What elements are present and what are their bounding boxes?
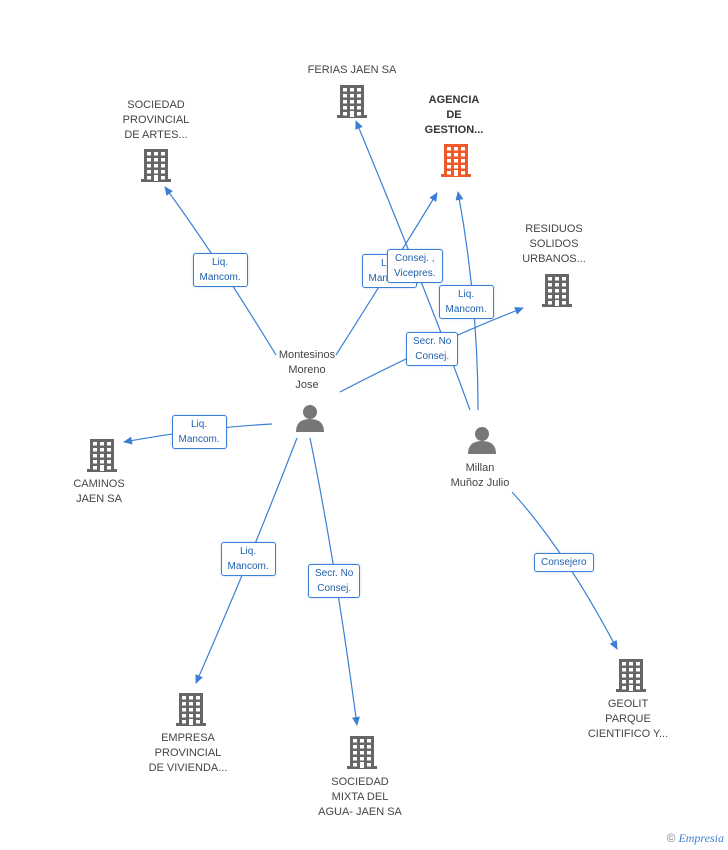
geolit-building-icon[interactable] [616,659,646,692]
agencia-gestion-label[interactable]: AGENCIA DE GESTION... [424,94,484,136]
edge-label-millan-to-geolit[interactable]: Consejero [534,552,594,572]
montesinos-moreno-label[interactable]: Montesinos Moreno Jose [278,349,336,391]
montesinos-moreno-person-icon[interactable] [296,405,324,432]
millan-munoz-label[interactable]: Millan Muñoz Julio [450,462,510,489]
millan-munoz-person-icon[interactable] [468,427,496,454]
residuos-solidos-building-icon[interactable] [542,274,572,307]
sociedad-agua-label[interactable]: SOCIEDAD MIXTA DEL AGUA- JAEN SA [318,776,402,818]
copyright-symbol: © [666,831,676,845]
caminos-jaen-label[interactable]: CAMINOS JAEN SA [73,478,125,505]
sociedad-provincial-label[interactable]: SOCIEDAD PROVINCIAL DE ARTES... [122,99,190,141]
geolit-label[interactable]: GEOLIT PARQUE CIENTIFICO Y... [587,698,669,740]
empresa-vivienda-building-icon[interactable] [176,693,206,726]
edge-label-millan-to-ferias[interactable]: Consej. ,Vicepres. [387,249,443,283]
edge-label-millan-to-agencia[interactable]: Liq.Mancom. [438,285,494,319]
caminos-jaen-building-icon[interactable] [87,439,117,472]
ferias-jaen-label[interactable]: FERIAS JAEN SA [307,64,397,76]
edge-label-montesinos-to-empresa_viv[interactable]: Liq.Mancom. [220,542,276,576]
watermark-brand: Empresia [678,831,724,845]
watermark: © Empresia [667,831,724,846]
ferias-jaen-building-icon[interactable] [337,85,367,118]
edge-label-montesinos-to-sociedad_prov[interactable]: Liq.Mancom. [192,253,248,287]
empresa-vivienda-label[interactable]: EMPRESA PROVINCIAL DE VIVIENDA... [148,732,228,774]
edge-label-montesinos-to-caminos[interactable]: Liq.Mancom. [171,415,227,449]
agencia-gestion-building-icon[interactable] [441,144,471,177]
residuos-solidos-label[interactable]: RESIDUOS SOLIDOS URBANOS... [522,223,586,265]
sociedad-agua-building-icon[interactable] [347,736,377,769]
sociedad-provincial-building-icon[interactable] [141,149,171,182]
